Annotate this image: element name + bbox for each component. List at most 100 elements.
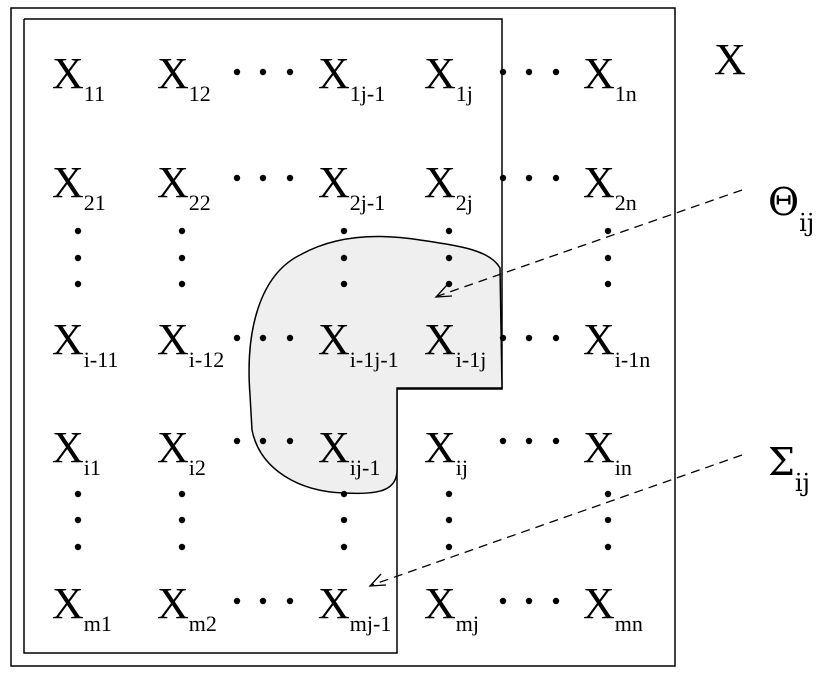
cell-subscript: 2n [615,190,637,215]
cell-base: X [157,423,189,472]
ellipsis-dot [178,227,186,235]
ellipsis-dot [445,543,453,551]
ellipsis-dot [445,227,453,235]
ellipsis-dot [525,334,533,342]
ellipsis-dot [525,437,533,445]
ellipsis-dot [178,254,186,262]
cell-subscript: mj-1 [350,611,392,636]
cell-subscript: 2j [456,190,473,215]
matrix-cell: Xmj [424,579,479,636]
ellipsis-dot [259,334,267,342]
ellipsis-dot [74,227,82,235]
matrix-cell: Xm1 [52,579,112,636]
sigma-pointer-arrow [368,454,743,587]
ellipsis-dot [340,490,348,498]
matrix-cell: X21 [52,158,106,215]
cell-base: X [424,158,456,207]
outer-set-label: X [714,35,746,84]
ellipsis-dot [552,334,560,342]
cell-subscript: i-1j-1 [350,347,399,372]
matrix-cell: X2j [424,158,473,215]
ellipsis-dot [286,437,294,445]
ellipsis-dot [552,437,560,445]
cell-base: X [583,49,615,98]
ellipsis-dot [259,437,267,445]
ellipsis-dot [233,68,241,76]
sigma-subscript: ij [795,469,810,497]
ellipsis-dot [233,437,241,445]
theta-symbol: Θ [768,180,799,224]
cell-base: X [157,158,189,207]
ellipsis-dot [340,280,348,288]
cell-subscript: 1j-1 [350,81,385,106]
theta-label: Θij [768,180,814,237]
cell-subscript: 11 [84,81,105,106]
matrix-cell: Xi1 [52,423,101,480]
cell-subscript: 2j-1 [350,190,385,215]
ellipsis-dot [525,174,533,182]
cell-base: X [52,423,84,472]
cell-subscript: in [615,455,632,480]
ellipsis-dot [499,597,507,605]
cell-base: X [424,49,456,98]
cell-subscript: i-1n [615,347,650,372]
cell-subscript: 12 [189,81,211,106]
ellipsis-dot [552,597,560,605]
cell-subscript: 22 [189,190,211,215]
cell-base: X [157,49,189,98]
matrix-cell: X1j-1 [318,49,385,106]
matrix-cell: Xmj-1 [318,579,391,636]
cell-subscript: m1 [84,611,112,636]
ellipsis-dot [233,174,241,182]
ellipsis-dot [499,68,507,76]
ellipsis-dot [286,334,294,342]
ellipsis-dot [259,597,267,605]
theta-region [248,235,503,495]
cell-base: X [318,158,350,207]
cell-subscript: i-11 [84,347,119,372]
ellipsis-dot [552,68,560,76]
matrix-cell: X2j-1 [318,158,385,215]
outer-frame [10,7,676,667]
cell-subscript: i-1j [456,347,487,372]
matrix-cell: X1n [583,49,637,106]
cell-subscript: 1n [615,81,637,106]
cell-base: X [583,315,615,364]
ellipsis-dot [74,543,82,551]
ellipsis-dot [525,68,533,76]
ellipsis-dot [604,516,612,524]
ellipsis-dot [74,254,82,262]
cell-base: X [52,158,84,207]
cell-base: X [424,423,456,472]
ellipsis-dot [340,543,348,551]
ellipsis-dot [604,254,612,262]
ellipsis-dot [340,516,348,524]
cell-base: X [157,579,189,628]
ellipsis-dot [604,227,612,235]
theta-subscript: ij [799,209,814,237]
ellipsis-dot [74,490,82,498]
cell-base: X [52,49,84,98]
matrix-cell: Xi-1j-1 [318,315,399,372]
ellipsis-dot [233,334,241,342]
matrix-cell: Xi-12 [157,315,224,372]
cell-subscript: m2 [189,611,217,636]
cell-base: X [318,49,350,98]
cell-subscript: ij-1 [350,455,381,480]
matrix-cell: X22 [157,158,211,215]
matrix-cell: Xi-1j [424,315,486,372]
sigma-label: Σij [768,440,810,497]
ellipsis-dot [233,597,241,605]
ellipsis-dot [525,597,533,605]
matrix-cell: Xi-11 [52,315,118,372]
ellipsis-dot [499,437,507,445]
ellipsis-dot [445,516,453,524]
cell-subscript: i1 [84,455,101,480]
ellipsis-dot [604,490,612,498]
ellipsis-dot [445,254,453,262]
matrix-cell: Xin [583,423,632,480]
ellipsis-dots [74,68,612,605]
ellipsis-dot [604,543,612,551]
